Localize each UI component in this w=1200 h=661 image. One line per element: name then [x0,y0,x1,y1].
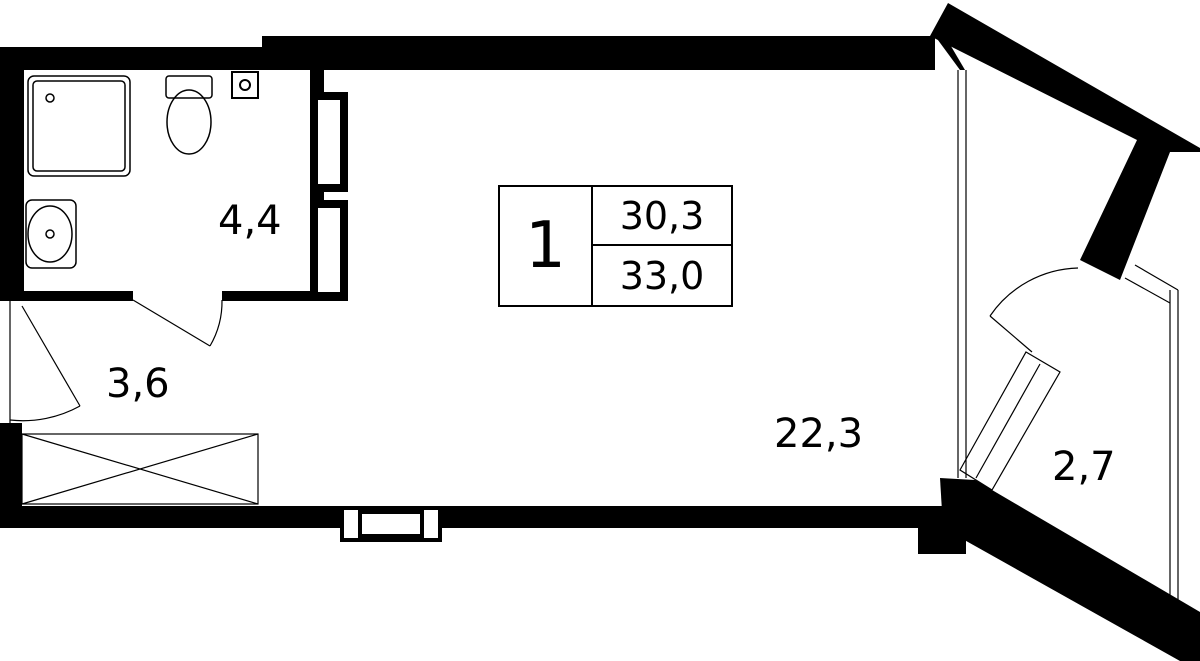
hallway-area-label: 3,6 [106,361,170,407]
wardrobe-icon [21,433,259,505]
entrance-door [9,300,81,423]
apartment-summary-badge: 1 30,3 33,0 [498,185,733,307]
top-wall [0,36,935,70]
bathroom-area-label: 4,4 [218,198,282,244]
left-wall-lower [0,423,22,528]
bathroom-bottom-wall-right [222,291,348,301]
shower-tray-icon [27,75,131,177]
bathroom-door [132,299,223,347]
riser-icon [231,71,259,99]
bathroom-bottom-wall [0,291,133,301]
balcony-area-label: 2,7 [1052,444,1116,490]
top-right-wall-segment [935,36,965,70]
balcony-lower-wall [940,478,1200,661]
bottom-wall-right [442,506,943,528]
living-area-value: 30,3 [593,187,731,246]
toilet-icon [165,75,213,155]
balcony-door [959,267,1079,491]
left-wall-upper [0,47,24,300]
bottom-wall [0,506,340,528]
ventilation-shafts [310,92,348,300]
total-area-value: 33,0 [619,253,705,298]
washbasin-icon [25,199,77,269]
balcony-glazing [957,70,1179,612]
room-count: 1 [500,187,593,305]
living-room-area-label: 22,3 [774,411,864,457]
balcony-upper-wall [930,3,1200,280]
bottom-window [340,506,442,542]
